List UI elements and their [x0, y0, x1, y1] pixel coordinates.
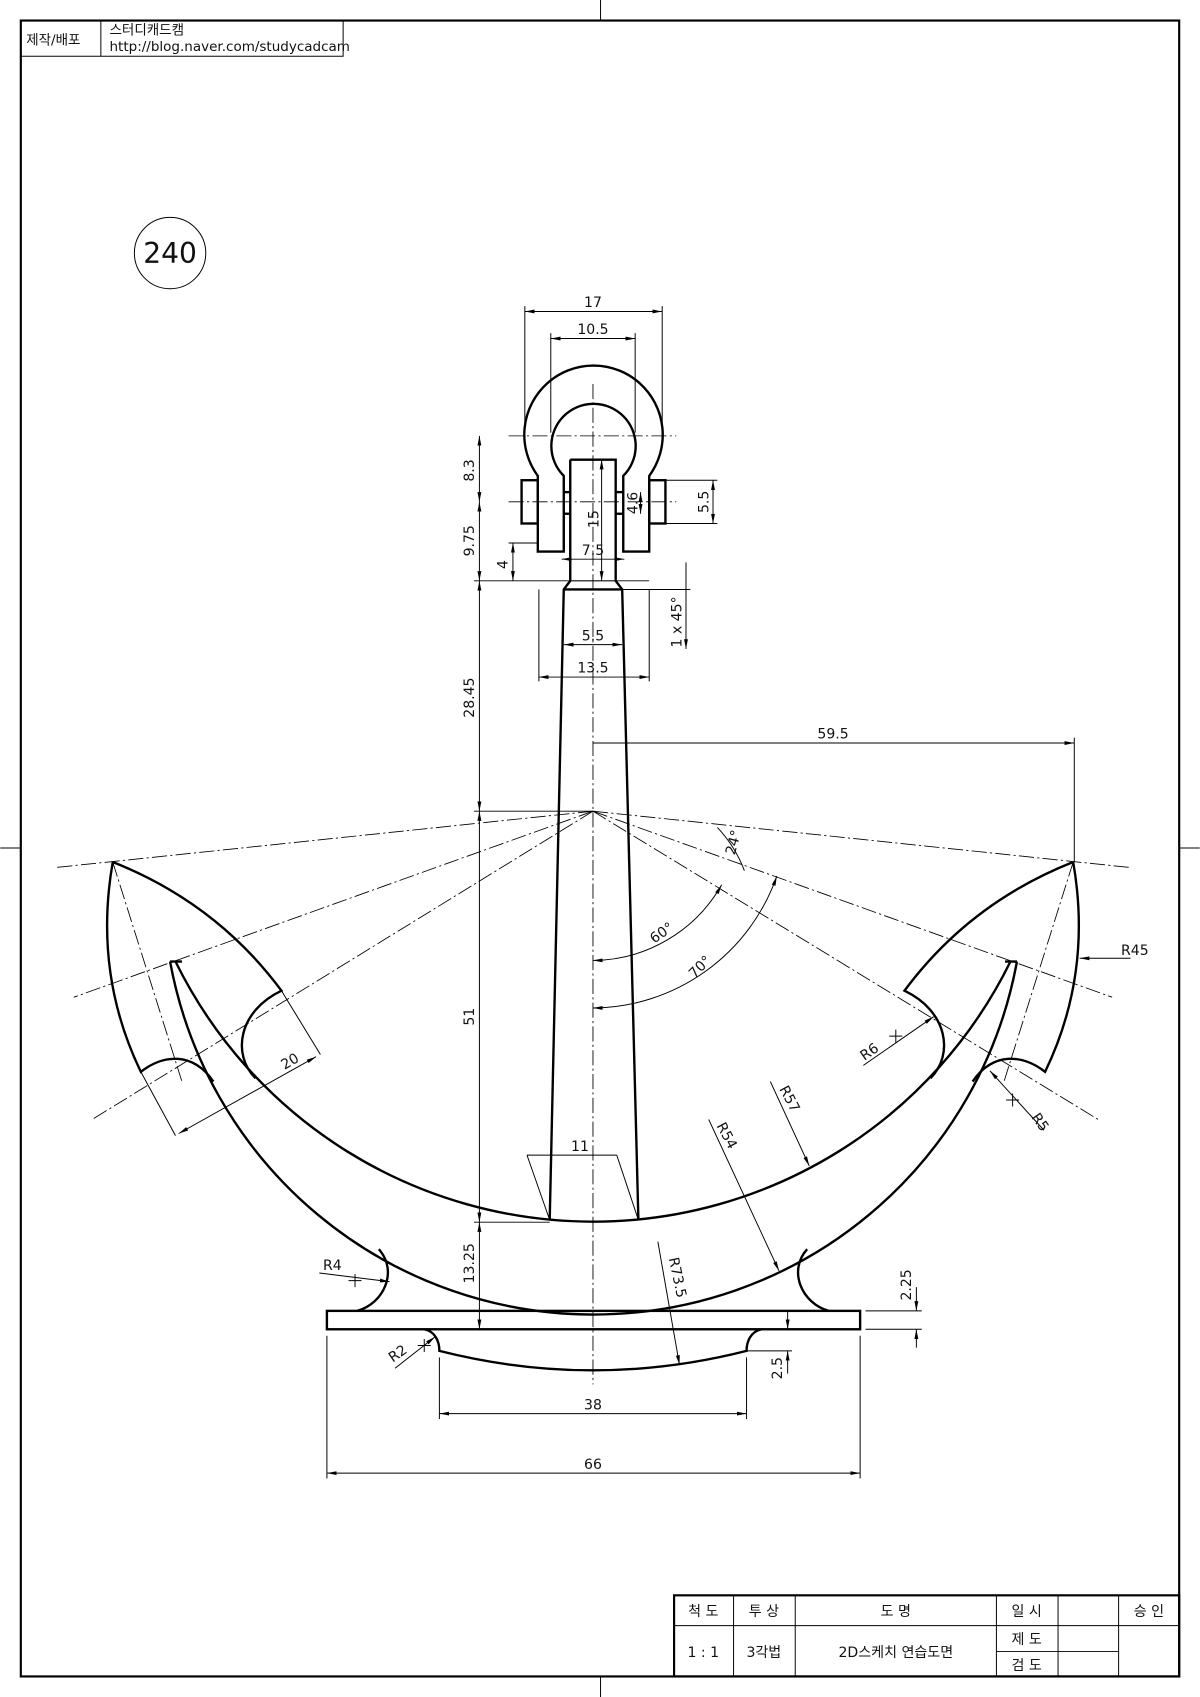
projection-value: 3각법: [746, 1645, 781, 1661]
header-author: 스터디캐드캠: [110, 23, 185, 39]
header-label: 제작/배포: [26, 32, 80, 48]
dim-51: 51: [462, 1008, 478, 1026]
projection-label: 투 상: [749, 1604, 779, 1620]
dim-59-5: 59.5: [817, 727, 848, 743]
dimension-labels: 17 10.5 8.3 9.75 4 28.45 51 13.25 15 7.5…: [279, 295, 1149, 1473]
radius-6: R6: [857, 1040, 882, 1064]
dim-9-75: 9.75: [462, 525, 478, 556]
dim-10-5: 10.5: [577, 322, 608, 338]
dim-4-6: 4.6: [625, 492, 641, 514]
drawing-number-badge: 240: [133, 216, 207, 290]
dim-28-45: 28.45: [462, 678, 478, 718]
dim-2-5: 2.5: [770, 1357, 786, 1379]
dim-20: 20: [279, 1050, 302, 1073]
center-marks: [348, 1029, 1020, 1352]
dim-15: 15: [586, 510, 602, 528]
dim-7-5: 7.5: [582, 543, 604, 559]
dim-13-5: 13.5: [577, 661, 608, 677]
radius-5: R5: [1028, 1110, 1052, 1134]
dim-13-25: 13.25: [462, 1243, 478, 1283]
radius-45: R45: [1121, 943, 1149, 959]
radius-73-5: R73.5: [665, 1256, 689, 1299]
radius-57: R57: [775, 1083, 802, 1115]
header-url[interactable]: http://blog.naver.com/studycadcam: [110, 39, 350, 55]
centerlines: [56, 383, 1130, 1385]
date-label: 일 시: [1012, 1604, 1042, 1620]
radius-2: R2: [386, 1342, 410, 1366]
dim-5-5-pin: 5.5: [697, 491, 713, 513]
title-block: 척 도 투 상 도 명 일 시 승 인 1 : 1 3각법 2D스케치 연습도면…: [673, 1594, 1181, 1678]
dim-66: 66: [584, 1457, 602, 1473]
drawing-name-value: 2D스케치 연습도면: [838, 1645, 953, 1661]
dim-chamfer: 1 x 45°: [670, 596, 686, 647]
dim-5-5-shank: 5.5: [582, 628, 604, 644]
dim-8-3: 8.3: [462, 459, 478, 481]
dim-4: 4: [496, 560, 512, 569]
dim-17: 17: [584, 295, 602, 311]
drawn-by-label: 제 도: [1012, 1632, 1042, 1648]
drawing-name-label: 도 명: [881, 1604, 911, 1620]
drawing-number: 240: [143, 237, 197, 270]
angle-70: 70°: [686, 953, 715, 982]
radius-4: R4: [323, 1258, 342, 1274]
dimension-lines: [140, 306, 1131, 1479]
dim-2-25: 2.25: [899, 1269, 915, 1300]
dim-11: 11: [571, 1139, 589, 1155]
angle-60: 60°: [647, 920, 677, 947]
dim-38: 38: [584, 1397, 602, 1413]
scale-label: 척 도: [688, 1604, 718, 1620]
checked-by-label: 검 도: [1012, 1658, 1042, 1674]
approval-label: 승 인: [1134, 1604, 1164, 1620]
angle-24: 24°: [723, 828, 745, 856]
header-box: 제작/배포 스터디캐드캠 http://blog.naver.com/study…: [20, 20, 350, 57]
scale-value: 1 : 1: [688, 1645, 720, 1661]
